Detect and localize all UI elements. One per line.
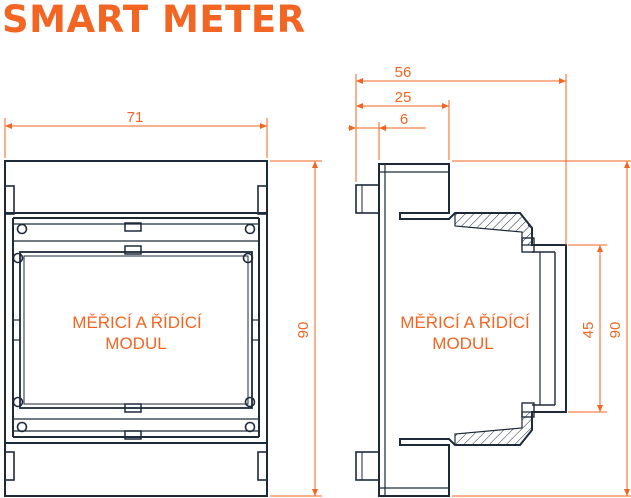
side-inner-height-value: 45	[580, 322, 597, 339]
side-module-label-line1: MĚŘICÍ A ŘÍDÍCÍ	[400, 313, 530, 332]
front-module-label-line1: MĚŘICÍ A ŘÍDÍCÍ	[72, 313, 202, 332]
screw	[244, 421, 256, 433]
screw	[12, 252, 24, 264]
front-view	[4, 160, 268, 497]
screw	[12, 396, 24, 408]
front-width-dimension	[4, 118, 268, 158]
side-view	[355, 163, 567, 497]
screw	[244, 396, 256, 408]
front-width-value: 71	[127, 109, 144, 126]
side-body-outline	[378, 163, 567, 497]
front-height-value: 90	[295, 322, 312, 339]
side-total-depth-value: 56	[395, 64, 412, 81]
side-inner-height-dimension	[568, 244, 607, 413]
side-height-value: 90	[607, 322, 624, 339]
side-hatch	[454, 212, 533, 446]
front-module-label-line2: MODUL	[105, 334, 166, 353]
side-step-value: 6	[400, 111, 408, 128]
front-module-frame	[19, 251, 253, 409]
screw	[16, 223, 28, 235]
front-height-dimension	[270, 160, 322, 497]
side-body-depth-value: 25	[395, 89, 412, 106]
side-module-label-line2: MODUL	[432, 334, 493, 353]
side-height-dimension	[452, 160, 631, 497]
front-enclosure	[4, 160, 268, 497]
screw	[242, 252, 254, 264]
side-depth-dimensions	[348, 74, 567, 245]
screw	[16, 421, 28, 433]
screw	[244, 223, 256, 235]
page-title: SMART METER	[2, 0, 306, 41]
